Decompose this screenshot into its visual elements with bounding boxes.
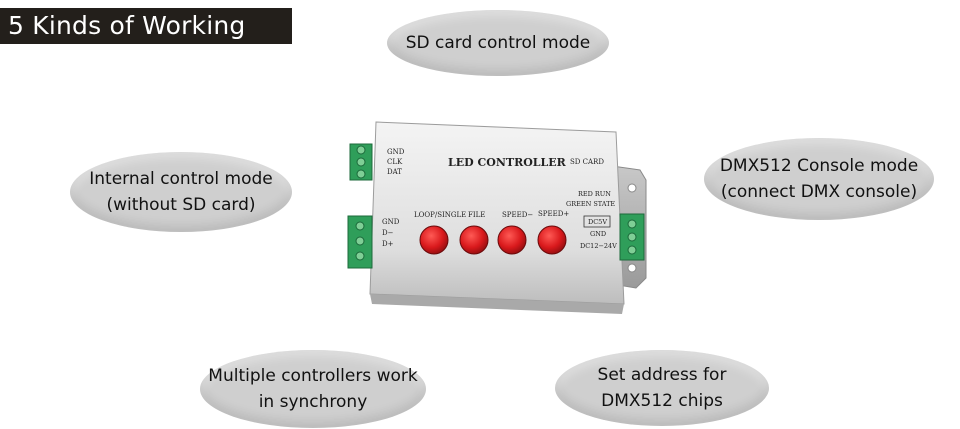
screw-hole-icon bbox=[627, 183, 637, 193]
port-label-d-minus: D− bbox=[382, 229, 394, 237]
loop-single-label: LOOP/SINGLE bbox=[414, 211, 466, 219]
file-button[interactable] bbox=[459, 225, 489, 255]
terminal-block-top bbox=[349, 143, 373, 181]
mode-address: Set address for DMX512 chips bbox=[555, 350, 769, 426]
case-bottom-edge bbox=[370, 294, 624, 314]
mode-sd-card: SD card control mode bbox=[387, 10, 609, 76]
port-label-clk: CLK bbox=[387, 158, 403, 166]
speed-minus-button[interactable] bbox=[497, 225, 527, 255]
device-name: LED CONTROLLER bbox=[448, 156, 567, 169]
mode-sync-line2: in synchrony bbox=[258, 392, 368, 412]
mode-address-line2: DMX512 chips bbox=[601, 391, 723, 411]
led-controller-device: GND CLK DAT GND D− D+ LED CONTROLLER SD … bbox=[347, 121, 647, 314]
file-label: FILE bbox=[468, 211, 485, 219]
mode-internal: Internal control mode (without SD card) bbox=[70, 152, 292, 232]
mode-dmx-console: DMX512 Console mode (connect DMX console… bbox=[704, 138, 934, 220]
loop-single-button[interactable] bbox=[419, 225, 449, 255]
mode-sync-line1: Multiple controllers work bbox=[208, 366, 418, 386]
power-range: DC12−24V bbox=[580, 242, 617, 250]
port-label-gnd-2: GND bbox=[382, 218, 400, 226]
port-label-gnd: GND bbox=[387, 148, 405, 156]
terminal-block-right bbox=[619, 213, 645, 261]
speed-plus-label: SPEED+ bbox=[538, 210, 569, 218]
mode-sd-card-label: SD card control mode bbox=[405, 33, 591, 53]
power-dc5v: DC5V bbox=[588, 218, 607, 226]
mode-address-line1: Set address for bbox=[597, 365, 727, 385]
mode-sync: Multiple controllers work in synchrony bbox=[200, 350, 426, 428]
led-red-label: RED RUN bbox=[578, 190, 611, 198]
speed-plus-button[interactable] bbox=[537, 225, 567, 255]
dc5v-box bbox=[583, 215, 611, 228]
mode-dmx-console-line1: DMX512 Console mode bbox=[719, 156, 919, 176]
mode-internal-line1: Internal control mode bbox=[89, 169, 273, 189]
screw-hole-icon bbox=[627, 263, 637, 273]
sd-card-label: SD CARD bbox=[570, 158, 604, 166]
page-title: 5 Kinds of Working Mode: bbox=[0, 8, 292, 76]
port-label-d-plus: D+ bbox=[382, 240, 394, 248]
speed-minus-label: SPEED− bbox=[502, 211, 533, 219]
mode-internal-line2: (without SD card) bbox=[106, 195, 256, 215]
mode-dmx-console-line2: (connect DMX console) bbox=[720, 182, 918, 202]
led-green-label: GREEN STATE bbox=[566, 200, 615, 208]
controller-case bbox=[369, 121, 625, 305]
port-label-dat: DAT bbox=[387, 168, 402, 176]
power-gnd: GND bbox=[590, 230, 606, 238]
terminal-block-bottom bbox=[347, 215, 373, 269]
